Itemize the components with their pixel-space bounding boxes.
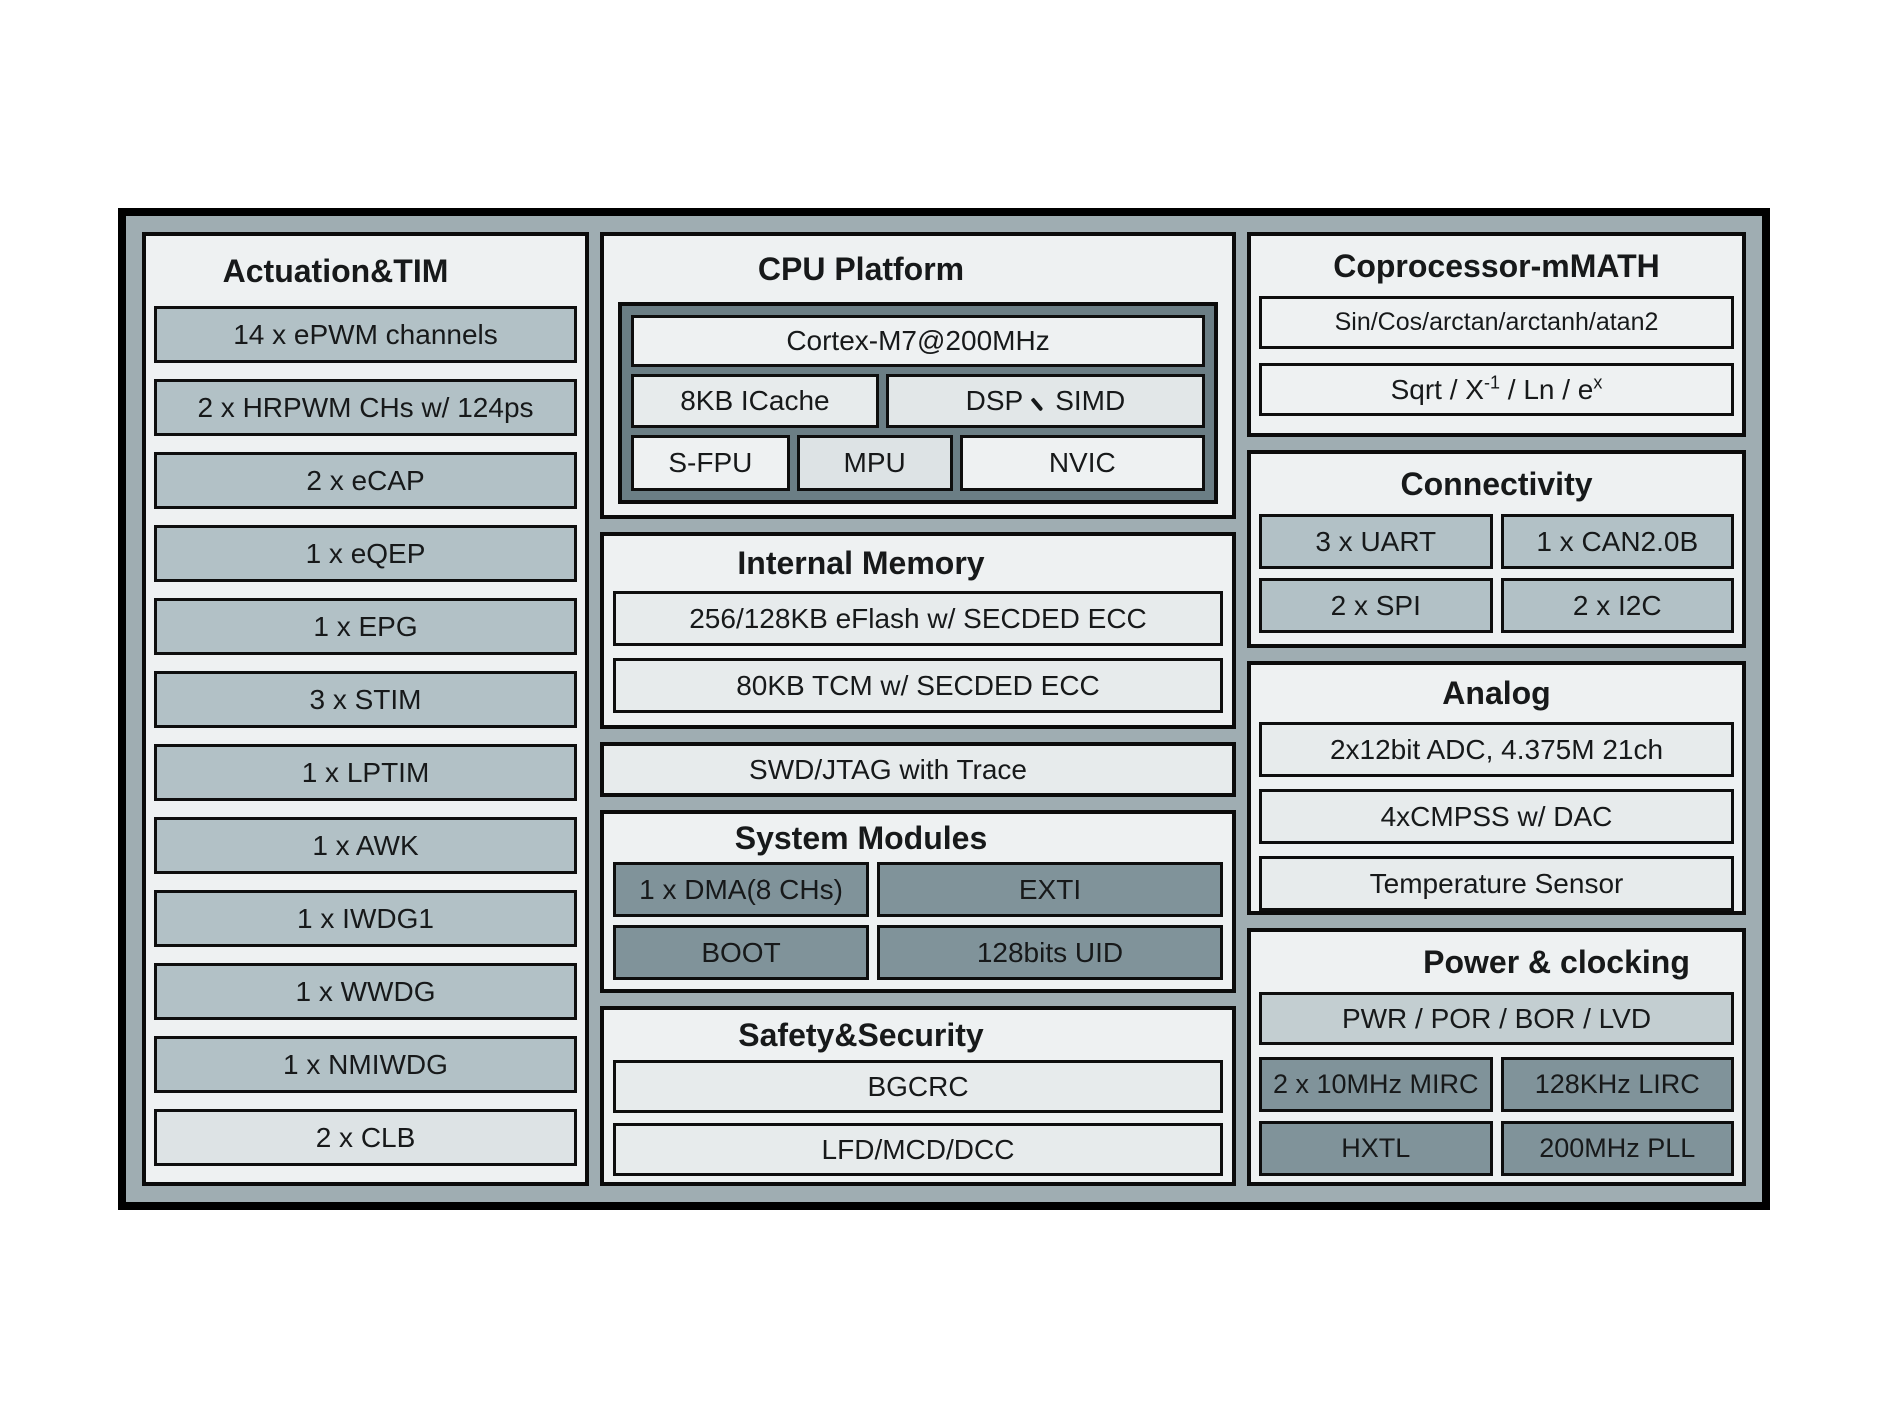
icache-block: 8KB ICache	[631, 374, 879, 428]
cpu-platform-title: CPU Platform	[757, 250, 965, 287]
clb-block: 2 x CLB	[154, 1109, 577, 1166]
sqrt-functions-block: Sqrt / X-1 / Ln / ex	[1259, 363, 1734, 416]
coprocessor-mmath-title: Coprocessor-mMATH	[1333, 247, 1660, 284]
cpu-row-core: Cortex-M7@200MHz	[631, 315, 1205, 367]
ideographic-comma	[1030, 397, 1044, 412]
ecap-block: 2 x eCAP	[154, 452, 577, 509]
dma-block: 1 x DMA(8 CHs)	[613, 862, 869, 917]
safety-security-panel: Safety&Security BGCRC LFD/MCD/DCC	[600, 1006, 1236, 1186]
sqrt-sup1: -1	[1483, 372, 1500, 393]
wwdg-block: 1 x WWDG	[154, 963, 577, 1020]
lptim-block: 1 x LPTIM	[154, 744, 577, 801]
hrpwm-block: 2 x HRPWM CHs w/ 124ps	[154, 379, 577, 436]
uid-block: 128bits UID	[877, 925, 1223, 980]
sqrt-sup2: x	[1593, 372, 1603, 393]
power-clock-grid: 2 x 10MHz MIRC 128KHz LIRC HXTL 200MHz P…	[1259, 1057, 1734, 1176]
pll-block: 200MHz PLL	[1500, 1121, 1734, 1176]
trig-functions-block: Sin/Cos/arctan/arctanh/atan2	[1259, 296, 1734, 349]
boot-block: BOOT	[613, 925, 869, 980]
epwm-block: 14 x ePWM channels	[154, 306, 577, 363]
awk-block: 1 x AWK	[154, 817, 577, 874]
sfpu-block: S-FPU	[631, 435, 790, 491]
uart-block: 3 x UART	[1259, 514, 1493, 569]
power-clocking-panel: Power & clocking PWR / POR / BOR / LVD 2…	[1247, 928, 1746, 1186]
analog-panel: Analog 2x12bit ADC, 4.375M 21ch 4xCMPSS …	[1247, 661, 1746, 915]
eqep-block: 1 x eQEP	[154, 525, 577, 582]
cpu-row-fpu-mpu-nvic: S-FPU MPU NVIC	[631, 435, 1206, 491]
temp-sensor-block: Temperature Sensor	[1259, 856, 1734, 911]
stim-block: 3 x STIM	[154, 671, 577, 728]
mirc-block: 2 x 10MHz MIRC	[1259, 1057, 1493, 1112]
hxtl-block: HXTL	[1259, 1121, 1493, 1176]
sqrt-base2: / Ln / e	[1499, 373, 1594, 405]
analog-title: Analog	[1442, 675, 1551, 711]
system-modules-title: System Modules	[734, 819, 988, 856]
adc-block: 2x12bit ADC, 4.375M 21ch	[1259, 722, 1734, 777]
lirc-block: 128KHz LIRC	[1500, 1057, 1734, 1112]
sqrt-functions-label: Sqrt / X-1 / Ln / ex	[1390, 372, 1603, 406]
connectivity-title: Connectivity	[1400, 465, 1593, 502]
i2c-block: 2 x I2C	[1500, 578, 1734, 633]
mcu-block-diagram-frame: Actuation&TIM 14 x ePWM channels 2 x HRP…	[118, 208, 1770, 1210]
mpu-block: MPU	[796, 435, 953, 491]
internal-memory-panel: Internal Memory 256/128KB eFlash w/ SECD…	[600, 532, 1236, 729]
coprocessor-mmath-panel: Coprocessor-mMATH Sin/Cos/arctan/arctanh…	[1247, 232, 1746, 437]
nvic-block: NVIC	[959, 435, 1206, 491]
cortex-core-block: Cortex-M7@200MHz	[631, 315, 1205, 367]
connectivity-grid: 3 x UART 1 x CAN2.0B 2 x SPI 2 x I2C	[1259, 514, 1734, 633]
pwr-por-bor-lvd-block: PWR / POR / BOR / LVD	[1259, 992, 1734, 1045]
actuation-tim-title: Actuation&TIM	[222, 252, 449, 289]
right-column: Coprocessor-mMATH Sin/Cos/arctan/arctanh…	[1247, 232, 1746, 1186]
safety-security-title: Safety&Security	[738, 1016, 984, 1053]
internal-memory-title: Internal Memory	[737, 545, 985, 581]
tcm-block: 80KB TCM w/ SECDED ECC	[613, 658, 1223, 713]
bgcrc-block: BGCRC	[613, 1060, 1223, 1113]
eflash-block: 256/128KB eFlash w/ SECDED ECC	[613, 591, 1223, 646]
power-clocking-title: Power & clocking	[1423, 943, 1690, 980]
actuation-item-list: 14 x ePWM channels 2 x HRPWM CHs w/ 124p…	[154, 306, 577, 1166]
system-modules-grid: 1 x DMA(8 CHs) EXTI BOOT 128bits UID	[613, 862, 1223, 980]
lfd-mcd-dcc-block: LFD/MCD/DCC	[613, 1123, 1223, 1176]
exti-block: EXTI	[877, 862, 1223, 917]
sqrt-base1: Sqrt / X	[1390, 373, 1484, 405]
connectivity-panel: Connectivity 3 x UART 1 x CAN2.0B 2 x SP…	[1247, 450, 1746, 648]
actuation-tim-panel: Actuation&TIM 14 x ePWM channels 2 x HRP…	[142, 232, 589, 1186]
spi-block: 2 x SPI	[1259, 578, 1493, 633]
swd-jtag-label: SWD/JTAG with Trace	[749, 753, 1027, 785]
cpu-platform-panel: CPU Platform Cortex-M7@200MHz 8KB ICache…	[600, 232, 1236, 519]
system-modules-panel: System Modules 1 x DMA(8 CHs) EXTI BOOT …	[600, 810, 1236, 993]
can-block: 1 x CAN2.0B	[1500, 514, 1734, 569]
nmiwdg-block: 1 x NMIWDG	[154, 1036, 577, 1093]
swd-jtag-block: SWD/JTAG with Trace	[600, 742, 1236, 797]
middle-column: CPU Platform Cortex-M7@200MHz 8KB ICache…	[600, 232, 1236, 1186]
epg-block: 1 x EPG	[154, 598, 577, 655]
iwdg1-block: 1 x IWDG1	[154, 890, 577, 947]
cmpss-block: 4xCMPSS w/ DAC	[1259, 789, 1734, 844]
